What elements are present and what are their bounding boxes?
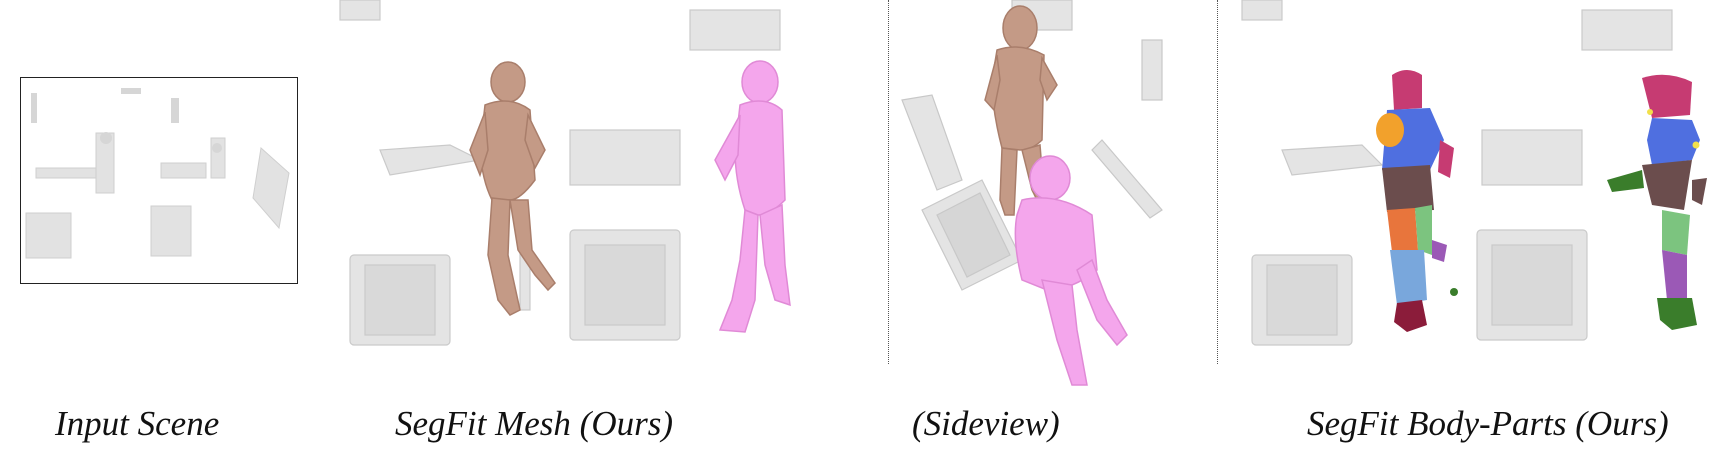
pink-mesh-person — [714, 60, 791, 333]
caption-sideview: (Sideview) — [912, 404, 1060, 443]
input-scene-image — [20, 77, 298, 284]
sideview-image — [892, 0, 1214, 390]
brown-mesh-person — [469, 61, 556, 316]
caption-input-scene: Input Scene — [55, 404, 220, 443]
brown-sideview-person — [984, 5, 1058, 216]
segfit-mesh-image — [320, 0, 880, 380]
panel-divider-right — [1217, 0, 1218, 364]
caption-segfit-body-parts: SegFit Body-Parts (Ours) — [1307, 404, 1669, 443]
caption-segfit-mesh: SegFit Mesh (Ours) — [395, 404, 674, 443]
segfit-body-parts-image — [1222, 0, 1732, 380]
panel-divider-left — [888, 0, 889, 364]
pink-sideview-person — [1014, 155, 1128, 386]
right-body-parts-person — [1607, 74, 1707, 330]
left-body-parts-person — [1376, 70, 1458, 332]
